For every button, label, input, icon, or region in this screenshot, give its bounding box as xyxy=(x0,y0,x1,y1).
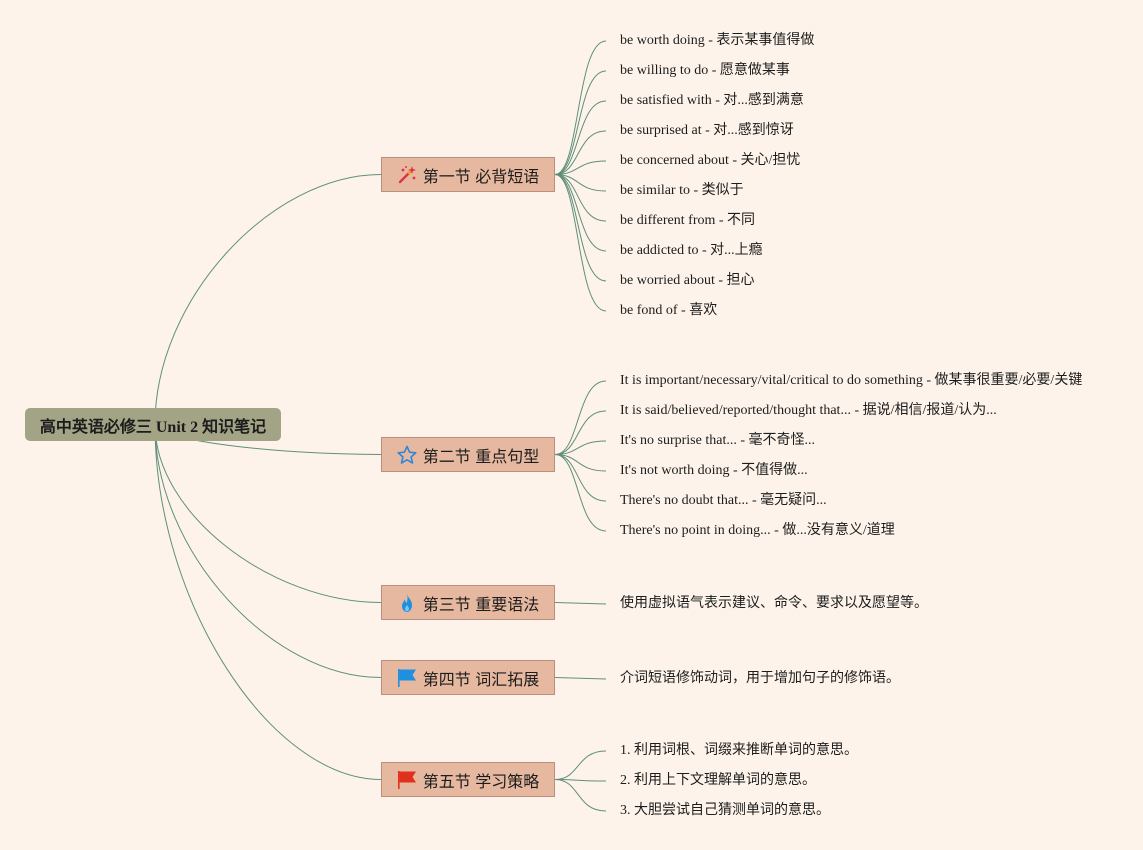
branch-topic-2-label: 第二节 重点句型 xyxy=(422,448,540,466)
branch-to-leaf-connector xyxy=(554,160,607,175)
branch-topic-3-label: 第三节 重要语法 xyxy=(422,596,540,614)
root-to-branch-connector xyxy=(154,424,382,678)
branch-to-leaf-connector xyxy=(554,174,607,222)
leaf-topic[interactable]: It's not worth doing - 不值得做... xyxy=(620,463,808,478)
leaf-topic[interactable]: be similar to - 类似于 xyxy=(620,183,744,198)
branch-topic-1[interactable]: 第一节 必背短语 xyxy=(381,157,555,192)
branch-to-leaf-connector xyxy=(554,454,607,472)
root-topic-label: 高中英语必修三 Unit 2 知识笔记 xyxy=(39,418,267,436)
star-outline-icon xyxy=(397,445,417,465)
leaf-topic[interactable]: 1. 利用词根、词缀来推断单词的意思。 xyxy=(620,743,858,758)
blue-flag-icon xyxy=(397,668,417,688)
leaf-topic[interactable]: It's no surprise that... - 毫不奇怪... xyxy=(620,433,816,448)
leaf-topic[interactable]: It is said/believed/reported/thought tha… xyxy=(620,403,997,418)
leaf-topic[interactable]: It is important/necessary/vital/critical… xyxy=(620,373,1083,388)
branch-to-leaf-connector xyxy=(554,750,607,780)
leaf-topic[interactable]: be concerned about - 关心/担忧 xyxy=(620,153,801,168)
branch-to-leaf-connector xyxy=(554,779,607,782)
leaf-topic[interactable]: be worried about - 担心 xyxy=(620,273,755,288)
leaf-topic[interactable]: be different from - 不同 xyxy=(620,213,756,228)
branch-to-leaf-connector xyxy=(554,779,607,812)
leaf-topic[interactable]: be addicted to - 对...上瘾 xyxy=(620,243,763,258)
branch-topic-5-label: 第五节 学习策略 xyxy=(422,773,540,791)
branch-to-leaf-connector xyxy=(554,100,607,175)
leaf-topic[interactable]: be satisfied with - 对...感到满意 xyxy=(620,93,804,108)
root-to-branch-connector xyxy=(154,174,382,425)
leaf-topic[interactable]: be fond of - 喜欢 xyxy=(620,303,718,318)
fire-icon xyxy=(397,593,417,613)
branch-to-leaf-connector xyxy=(554,174,607,192)
branch-topic-5[interactable]: 第五节 学习策略 xyxy=(381,762,555,797)
root-to-branch-connector xyxy=(154,424,382,603)
leaf-topic[interactable]: 使用虚拟语气表示建议、命令、要求以及愿望等。 xyxy=(620,596,928,611)
red-flag-icon xyxy=(397,770,417,790)
branch-to-leaf-connector xyxy=(554,130,607,175)
branch-to-leaf-connector xyxy=(554,454,607,502)
branch-topic-2[interactable]: 第二节 重点句型 xyxy=(381,437,555,472)
magic-wand-icon xyxy=(397,165,417,185)
branch-to-leaf-connector xyxy=(554,454,607,532)
leaf-topic[interactable]: There's no point in doing... - 做...没有意义/… xyxy=(620,523,895,538)
leaf-topic[interactable]: be worth doing - 表示某事值得做 xyxy=(620,33,815,48)
root-topic[interactable]: 高中英语必修三 Unit 2 知识笔记 xyxy=(25,408,281,441)
branch-topic-4-label: 第四节 词汇拓展 xyxy=(422,671,540,689)
branch-to-leaf-connector xyxy=(554,677,607,680)
leaf-topic[interactable]: be surprised at - 对...感到惊讶 xyxy=(620,123,794,138)
branch-topic-4[interactable]: 第四节 词汇拓展 xyxy=(381,660,555,695)
branch-to-leaf-connector xyxy=(554,410,607,455)
root-to-branch-connector xyxy=(154,424,382,780)
branch-topic-1-label: 第一节 必背短语 xyxy=(422,168,540,186)
branch-to-leaf-connector xyxy=(554,70,607,175)
branch-to-leaf-connector xyxy=(554,440,607,455)
leaf-topic[interactable]: 介词短语修饰动词，用于增加句子的修饰语。 xyxy=(620,671,900,686)
leaf-topic[interactable]: 2. 利用上下文理解单词的意思。 xyxy=(620,773,816,788)
branch-to-leaf-connector xyxy=(554,40,607,175)
leaf-topic[interactable]: There's no doubt that... - 毫无疑问... xyxy=(620,493,827,508)
branch-topic-3[interactable]: 第三节 重要语法 xyxy=(381,585,555,620)
branch-to-leaf-connector xyxy=(554,174,607,252)
branch-to-leaf-connector xyxy=(554,174,607,312)
leaf-topic[interactable]: 3. 大胆尝试自己猜测单词的意思。 xyxy=(620,803,830,818)
leaf-topic[interactable]: be willing to do - 愿意做某事 xyxy=(620,63,790,78)
branch-to-leaf-connector xyxy=(554,380,607,455)
branch-to-leaf-connector xyxy=(554,602,607,605)
